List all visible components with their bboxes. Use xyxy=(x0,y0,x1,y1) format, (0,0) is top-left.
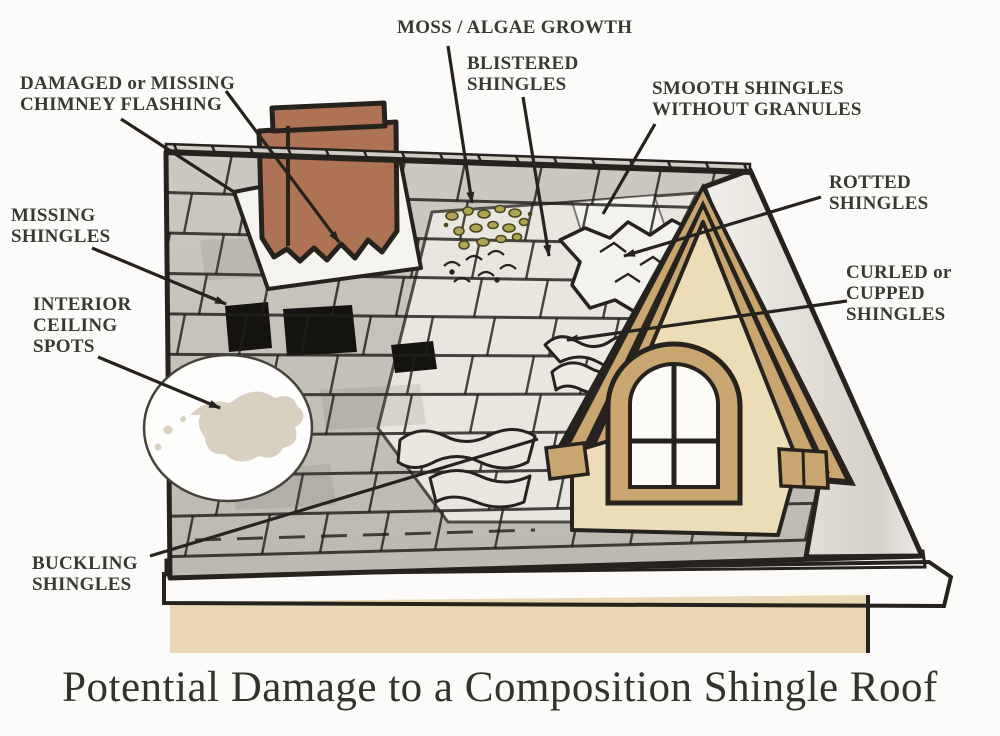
moss-algae-patch xyxy=(443,204,533,250)
leader-buckling xyxy=(149,437,539,558)
leader-blistered xyxy=(521,96,552,257)
label-curled-cupped-shingles: CURLED or CUPPED SHINGLES xyxy=(846,262,952,325)
diagram-title: Potential Damage to a Composition Shingl… xyxy=(62,664,938,711)
label-interior-ceiling-spots: INTERIOR CEILING SPOTS xyxy=(33,294,132,357)
leader-curled xyxy=(566,299,848,343)
leader-missing xyxy=(91,246,227,306)
label-blistered-shingles: BLISTERED SHINGLES xyxy=(467,53,579,95)
leader-chimney-2 xyxy=(120,117,235,194)
label-moss-algae-growth: MOSS / ALGAE GROWTH xyxy=(397,17,633,38)
label-missing-shingles: MISSING SHINGLES xyxy=(11,205,111,247)
buckling-patch xyxy=(396,428,537,509)
label-rotted-shingles: ROTTED SHINGLES xyxy=(829,172,929,214)
label-chimney-flashing: DAMAGED or MISSING CHIMNEY FLASHING xyxy=(20,73,236,115)
blistered-patch xyxy=(443,249,517,283)
label-smooth-shingles: SMOOTH SHINGLES WITHOUT GRANULES xyxy=(652,78,862,120)
leader-moss xyxy=(446,45,475,204)
dormer xyxy=(544,183,856,537)
leader-rotted xyxy=(623,195,822,258)
lap-line xyxy=(194,528,536,542)
dormer-window xyxy=(605,341,743,506)
label-buckling-shingles: BUCKLING SHINGLES xyxy=(32,553,138,595)
leader-lines xyxy=(91,45,848,558)
chimney xyxy=(256,100,400,264)
dormer-eave-left xyxy=(544,441,590,481)
leader-smooth xyxy=(601,123,657,215)
chimney-cap xyxy=(269,100,388,134)
leader-interior xyxy=(97,355,221,410)
leader-chimney-1 xyxy=(224,90,341,243)
interior-ceiling-spot xyxy=(142,353,314,503)
